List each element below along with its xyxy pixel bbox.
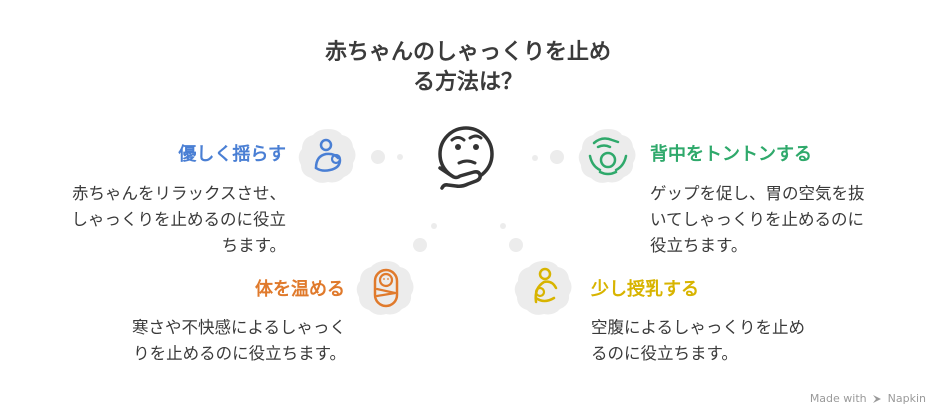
- item-heading-rocking: 優しく揺らす: [178, 144, 286, 165]
- breastfeeding-icon: [514, 261, 572, 315]
- item-description-feeding: 空腹によるしゃっくりを止め るのに役立ちます。: [591, 315, 891, 367]
- item-description-line: 役立ちます。: [650, 236, 748, 255]
- item-description-line: 赤ちゃんをリラックスさせ、: [71, 184, 286, 203]
- item-heading-back-patting: 背中をトントンする: [650, 144, 812, 165]
- made-with-napkin-badge[interactable]: Made with Napkin: [810, 392, 926, 405]
- title-line-1: 赤ちゃんのしゃっくりを止め: [324, 40, 611, 65]
- connector-dot: [431, 223, 437, 229]
- thinking-face-icon: [438, 126, 494, 190]
- napkin-brand-label: Napkin: [887, 392, 926, 405]
- item-description-line: りを止めるのに役立ちます。: [133, 344, 346, 363]
- parent-holding-baby-icon: [298, 129, 356, 183]
- napkin-logo-icon: [873, 395, 882, 403]
- item-description-warming: 寒さや不快感によるしゃっく りを止めるのに役立ちます。: [60, 315, 346, 367]
- hands-caring-baby-icon: [578, 129, 636, 183]
- connector-dot: [532, 155, 538, 161]
- diagram-title: 赤ちゃんのしゃっくりを止め る方法は？: [268, 38, 668, 98]
- item-description-line: るのに役立ちます。: [591, 344, 738, 363]
- title-line-2: る方法は？: [412, 70, 523, 95]
- item-heading-warming: 体を温める: [255, 279, 345, 300]
- item-description-line: ゲップを促し、胃の空気を抜: [650, 184, 865, 203]
- item-description-rocking: 赤ちゃんをリラックスさせ、 しゃっくりを止めるのに役立 ちます。: [20, 181, 287, 259]
- connector-dot: [500, 223, 506, 229]
- item-description-line: ちます。: [221, 236, 286, 255]
- item-description-line: しゃっくりを止めるのに役立: [71, 210, 287, 229]
- item-description-line: いてしゃっくりを止めるのに: [650, 210, 865, 229]
- connector-dot: [371, 150, 385, 164]
- item-description-line: 空腹によるしゃっくりを止め: [591, 318, 806, 337]
- item-heading-feeding: 少し授乳する: [591, 279, 699, 300]
- connector-dot: [397, 154, 403, 160]
- connector-dot: [509, 238, 523, 252]
- made-with-label: Made with: [809, 392, 867, 405]
- swaddled-baby-icon: [356, 261, 414, 315]
- item-description-back-patting: ゲップを促し、胃の空気を抜 いてしゃっくりを止めるのに 役立ちます。: [650, 181, 920, 259]
- item-description-line: 寒さや不快感によるしゃっく: [131, 318, 346, 337]
- connector-dot: [550, 150, 564, 164]
- connector-dot: [413, 238, 427, 252]
